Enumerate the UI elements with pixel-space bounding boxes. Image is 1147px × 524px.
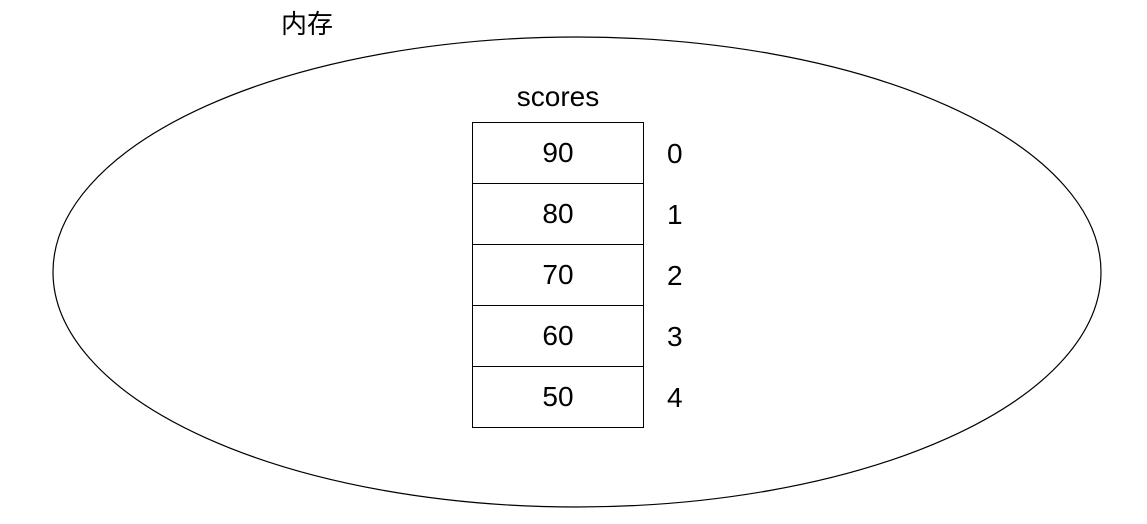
memory-label: 内存 xyxy=(281,9,334,39)
array-index: 4 xyxy=(667,381,683,413)
array-name-label: scores xyxy=(516,81,600,112)
array-cell: 50 xyxy=(542,381,574,412)
array-cell: 90 xyxy=(473,123,643,184)
array-index: 2 xyxy=(667,259,683,291)
array-cell: 80 xyxy=(473,184,643,245)
array-index: 3 xyxy=(667,320,683,352)
array-cell: 60 xyxy=(473,306,643,367)
array-index: 0 xyxy=(667,137,683,169)
array-index-column: 0 1 2 3 4 xyxy=(667,123,707,428)
array-index: 1 xyxy=(667,198,683,230)
array-cell: 70 xyxy=(473,245,643,306)
